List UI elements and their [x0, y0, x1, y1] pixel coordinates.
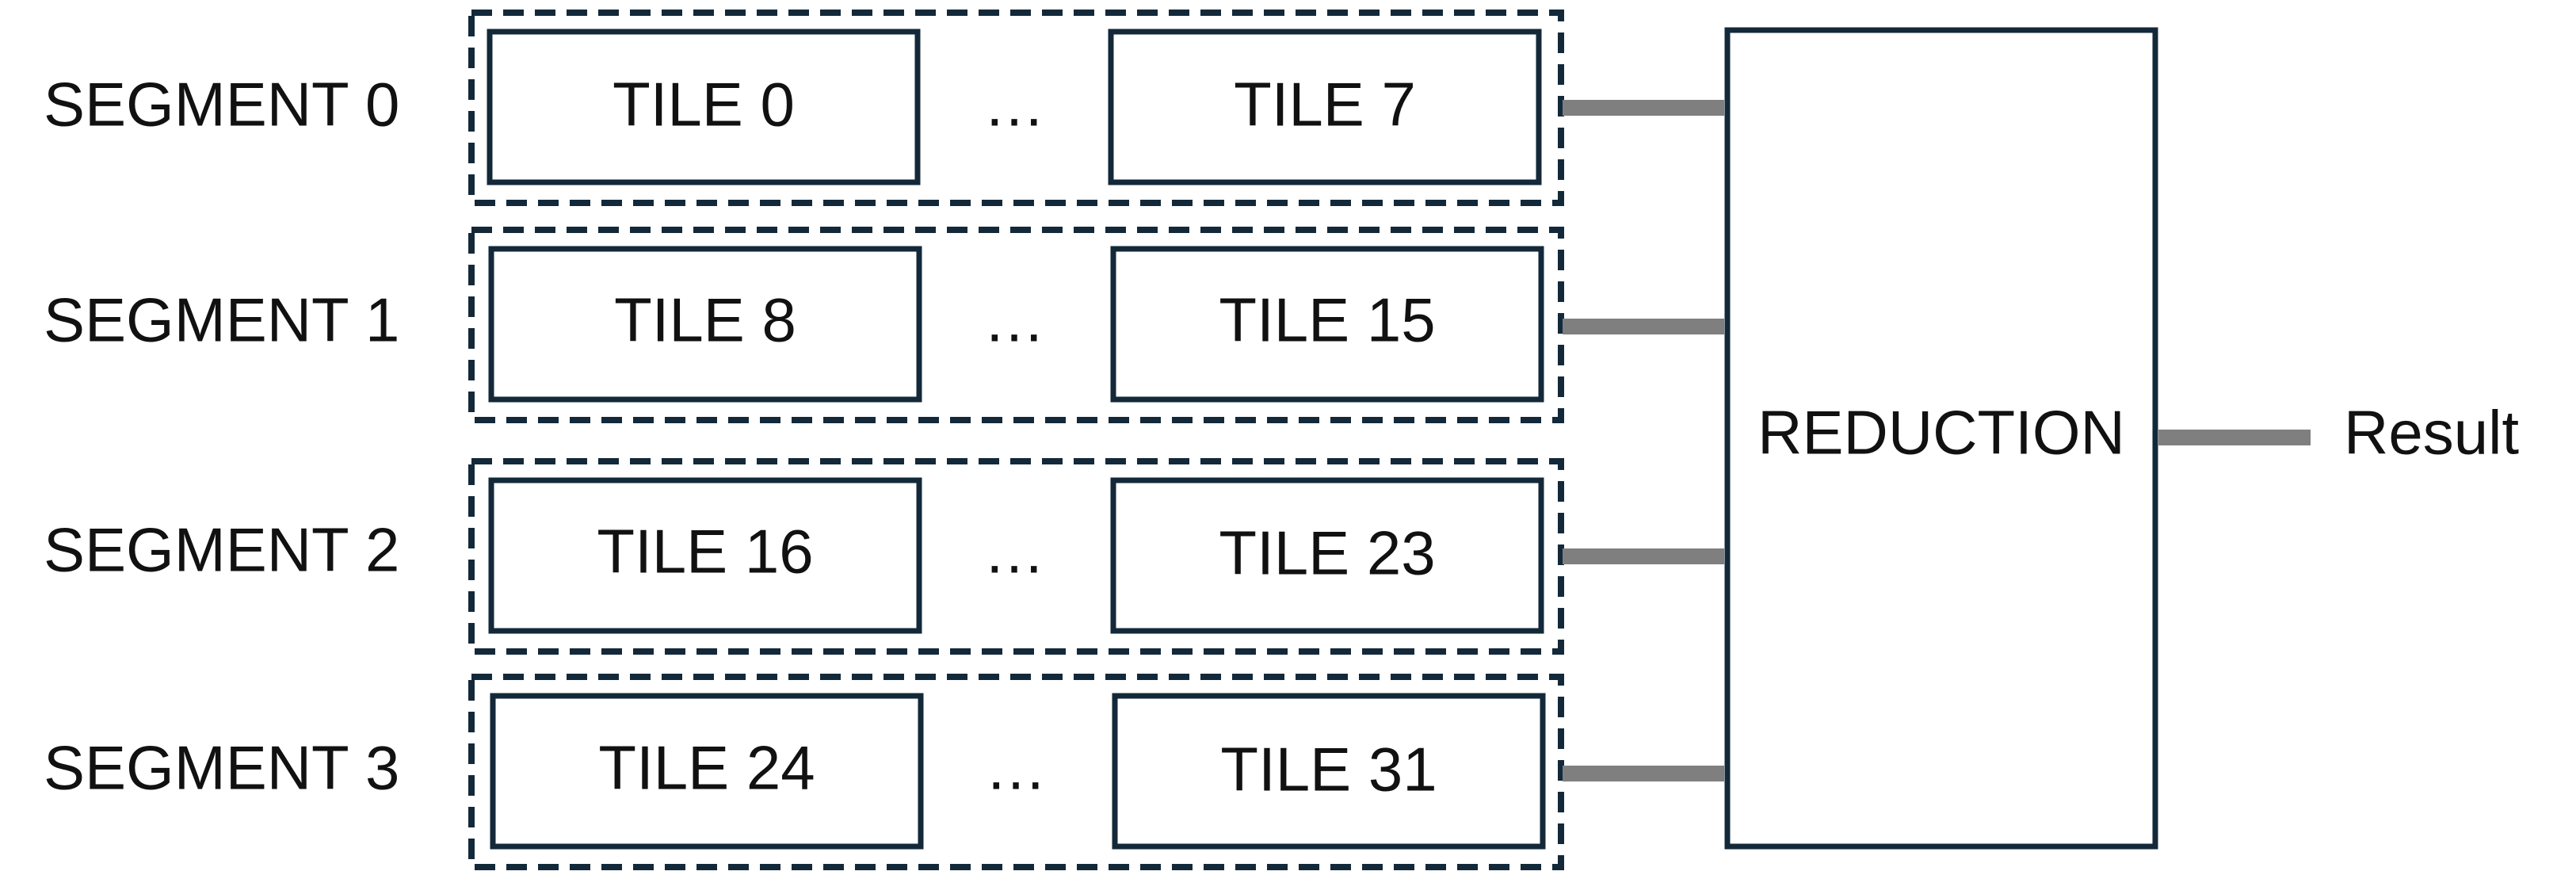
segment-dashed-group — [468, 674, 1564, 870]
tile-label: TILE 0 — [613, 70, 795, 139]
ellipsis: … — [983, 70, 1045, 139]
last-tile: TILE 7 — [1108, 29, 1542, 185]
segment-label: SEGMENT 0 — [44, 70, 399, 139]
first-tile: TILE 24 — [490, 693, 924, 850]
segment-dashed-group — [468, 227, 1564, 423]
last-tile: TILE 31 — [1112, 693, 1546, 850]
tile-box — [1110, 246, 1544, 403]
tile-label: TILE 7 — [1234, 70, 1416, 139]
segment-dashed-group — [468, 458, 1564, 655]
ellipsis: … — [985, 733, 1047, 803]
segment-row-2: SEGMENT 2 TILE 16 … TILE 23 — [44, 458, 1725, 655]
reduction-box — [1724, 27, 2158, 850]
segment-row-0: SEGMENT 0 TILE 0 … TILE 7 — [44, 10, 1725, 206]
tile-label: TILE 16 — [597, 517, 813, 587]
tile-box — [487, 29, 921, 185]
ellipsis: … — [983, 517, 1045, 587]
segment-row-1: SEGMENT 1 TILE 8 … TILE 15 — [44, 227, 1725, 423]
first-tile: TILE 16 — [488, 477, 922, 634]
segment-label: SEGMENT 1 — [44, 285, 399, 355]
tile-label: TILE 23 — [1219, 518, 1435, 588]
tile-label: TILE 15 — [1219, 285, 1435, 355]
tile-label: TILE 24 — [598, 733, 815, 803]
tile-box — [1112, 693, 1546, 850]
segment-row-3: SEGMENT 3 TILE 24 … TILE 31 — [44, 674, 1725, 870]
segment-dashed-group — [468, 10, 1564, 206]
tile-box — [1110, 477, 1544, 634]
segment-label: SEGMENT 2 — [44, 515, 399, 585]
tile-box — [488, 477, 922, 634]
last-tile: TILE 15 — [1110, 246, 1544, 403]
first-tile: TILE 8 — [488, 246, 922, 403]
tile-label: TILE 8 — [614, 285, 796, 355]
last-tile: TILE 23 — [1110, 477, 1544, 634]
tile-box — [490, 693, 924, 850]
reduction-block: REDUCTION — [1724, 27, 2158, 850]
first-tile: TILE 0 — [487, 29, 921, 185]
ellipsis: … — [983, 285, 1045, 355]
tile-box — [488, 246, 922, 403]
result-label: Result — [2344, 398, 2519, 468]
tile-label: TILE 31 — [1220, 735, 1437, 804]
reduction-label: REDUCTION — [1757, 398, 2125, 468]
segment-label: SEGMENT 3 — [44, 733, 399, 803]
tile-box — [1108, 29, 1542, 185]
